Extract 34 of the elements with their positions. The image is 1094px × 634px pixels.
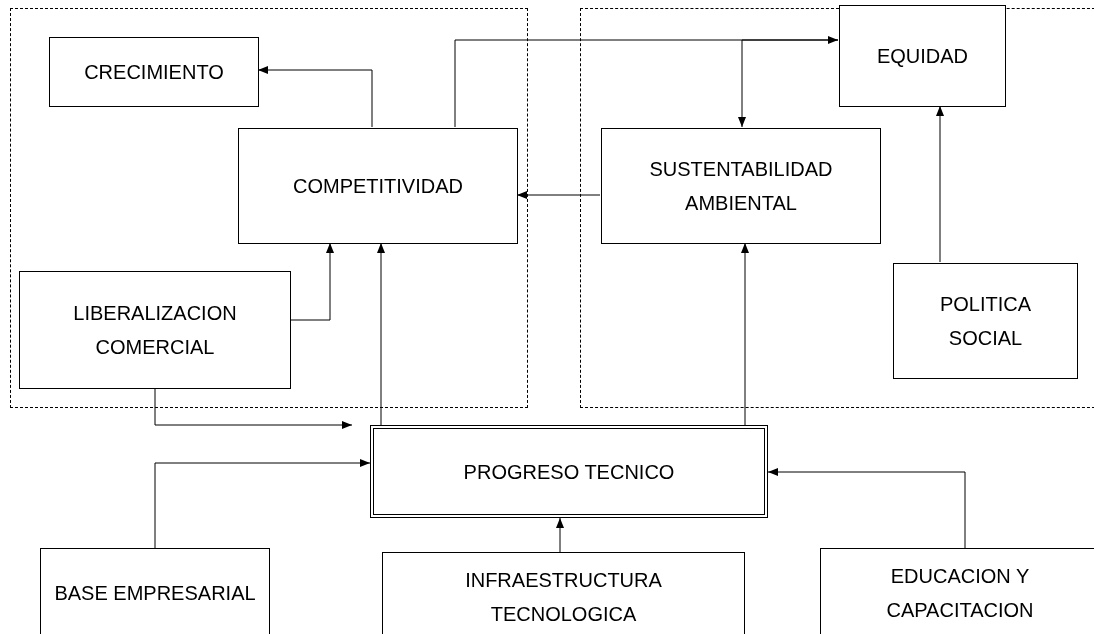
arrow (454, 36, 839, 128)
concept-box (820, 548, 1094, 634)
arrow (257, 66, 373, 128)
group-frame (580, 8, 1094, 408)
box-label: INFRAESTRUCTURA TECNOLOGICA (464, 568, 663, 627)
arrow (936, 105, 944, 263)
box-label: PROGRESO TECNICO (463, 459, 675, 485)
concept-box (893, 263, 1078, 379)
box-label: BASE EMPRESARIAL (54, 581, 256, 606)
box-label: POLITICA SOCIAL (938, 292, 1033, 351)
concept-box (839, 5, 1006, 107)
arrow (741, 242, 749, 426)
box-label: EDUCACION Y CAPACITACION (885, 564, 1035, 623)
arrow (516, 191, 601, 199)
arrow (154, 459, 371, 549)
box-label: SUSTENTABILIDAD AMBIENTAL (648, 157, 834, 216)
concept-box (382, 552, 745, 634)
concept-box (19, 271, 291, 389)
concept-box (370, 425, 768, 518)
concept-box (601, 128, 881, 244)
arrow (738, 39, 839, 128)
box-label: CRECIMIENTO (84, 60, 224, 85)
concept-box (238, 128, 518, 244)
concept-box (49, 37, 259, 107)
concept-box (40, 548, 270, 634)
arrow (154, 387, 353, 429)
arrow (767, 468, 966, 549)
box-label: COMPETITIVIDAD (293, 174, 463, 199)
arrow (289, 242, 334, 321)
box-label: LIBERALIZACION COMERCIAL (72, 301, 238, 360)
group-frame (10, 8, 528, 408)
box-label: EQUIDAD (876, 44, 969, 69)
arrow (377, 242, 385, 426)
arrow (556, 517, 564, 553)
